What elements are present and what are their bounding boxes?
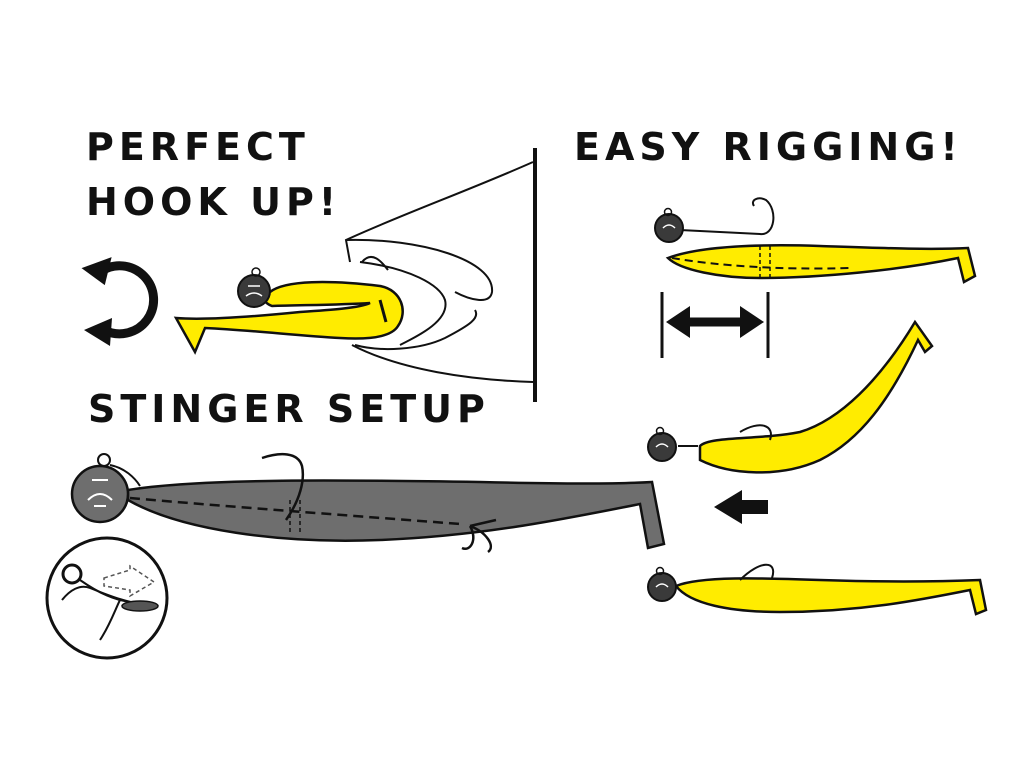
jig-head-icon	[647, 572, 677, 602]
heading-perfect-line2: HOOK UP!	[86, 180, 341, 224]
heading-easy-rigging: EASY RIGGING!	[574, 125, 963, 169]
jig-head-icon	[654, 213, 684, 243]
jig-head-icon	[237, 274, 271, 308]
jig-head-icon	[647, 432, 677, 462]
stinger-lure	[70, 452, 666, 553]
rigging-lure-top	[654, 197, 977, 284]
hookup-lure	[173, 267, 404, 355]
rigging-lure-middle	[647, 319, 934, 474]
heading-stinger-setup: STINGER SETUP	[88, 387, 490, 431]
fish-mouth-outline	[344, 148, 537, 402]
rigging-lure-bottom	[647, 563, 988, 616]
rotate-arrow-icon	[81, 257, 159, 346]
double-arrow-icon	[660, 292, 770, 358]
left-arrow-icon	[714, 490, 768, 524]
heading-perfect-line1: PERFECT	[86, 125, 310, 169]
stinger-detail-icon	[45, 536, 169, 660]
